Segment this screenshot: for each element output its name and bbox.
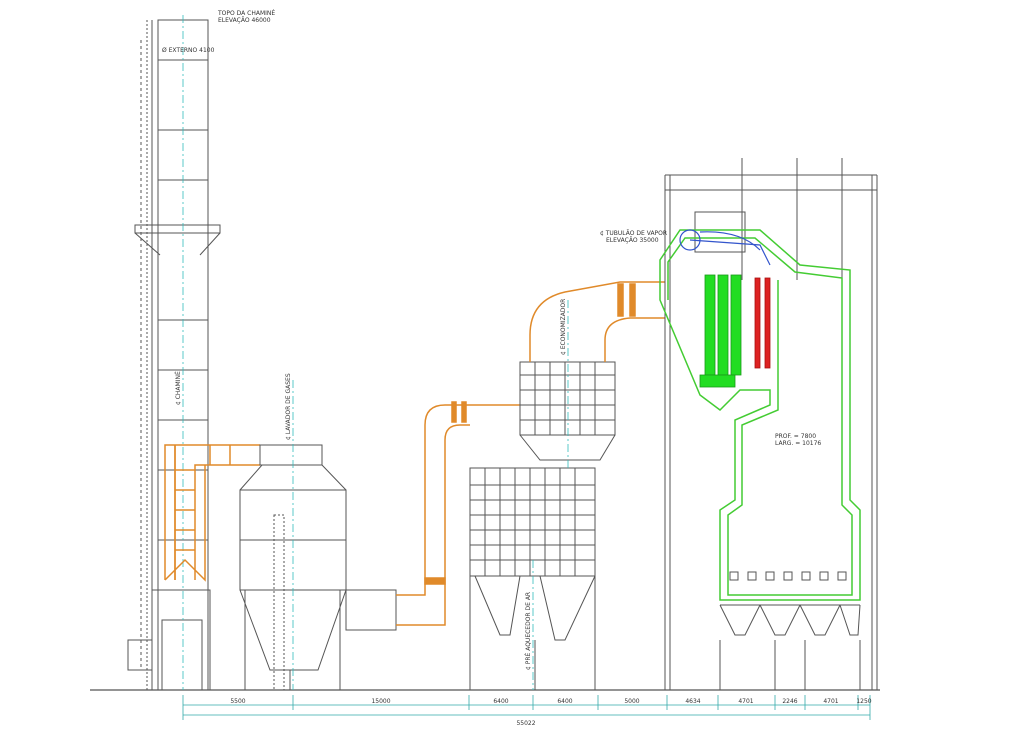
duct-preheater-to-scrubber <box>396 401 520 626</box>
dim-label-6: 4634 <box>685 698 700 705</box>
dim-label-2: 15000 <box>371 698 390 705</box>
superheater-panels <box>699 274 742 388</box>
dim-label-4: 6400 <box>557 698 572 705</box>
economizer-axis-label: ¢ ECONOMIZADOR <box>560 299 567 355</box>
chimney-diameter-label: Ø EXTERNO 4100 <box>162 47 215 54</box>
furnace-windows <box>729 571 847 581</box>
ash-hoppers <box>719 604 861 636</box>
boiler-steel-structure <box>664 158 878 690</box>
chimney-axis-label: ¢ CHAMINÉ <box>174 371 182 405</box>
dim-label-9: 4701 <box>823 698 838 705</box>
steam-drum-label: ¢ TUBULÃO DE VAPOR <box>600 230 667 237</box>
dim-label-10: 1250 <box>856 698 871 705</box>
duct-scrubber-to-chimney <box>164 444 260 582</box>
preheater-axis-label: ¢ PRÉ AQUECEDOR DE AR <box>524 592 532 670</box>
furnace-depth-label: PROF. = 7800 <box>775 433 816 440</box>
dim-label-1: 5500 <box>230 698 245 705</box>
economizer <box>519 361 616 461</box>
chimney-top-elevation: ELEVAÇÃO 46000 <box>218 17 271 24</box>
boiler-furnace-outline <box>659 229 861 601</box>
furnace-width-label: LARG. = 10176 <box>775 440 821 447</box>
dim-label-3: 6400 <box>493 698 508 705</box>
chimney-top-label: TOPO DA CHAMINÉ <box>217 9 275 17</box>
scrubber-tower <box>239 444 397 691</box>
dim-label-7: 4701 <box>738 698 753 705</box>
dimension-lines <box>182 695 871 720</box>
air-preheater <box>469 467 596 690</box>
steam-drum <box>679 229 771 266</box>
dim-label-total: 55022 <box>516 720 535 727</box>
chimney <box>127 19 221 691</box>
scrubber-axis-label: ¢ LAVADOR DE GASES <box>285 373 292 440</box>
reheater-panels <box>754 277 771 369</box>
duct-boiler-to-economizer <box>529 281 665 362</box>
steam-drum-elevation: ELEVAÇÃO 35000 <box>606 237 659 244</box>
dim-label-5: 5000 <box>624 698 639 705</box>
dim-label-8: 2246 <box>782 698 797 705</box>
